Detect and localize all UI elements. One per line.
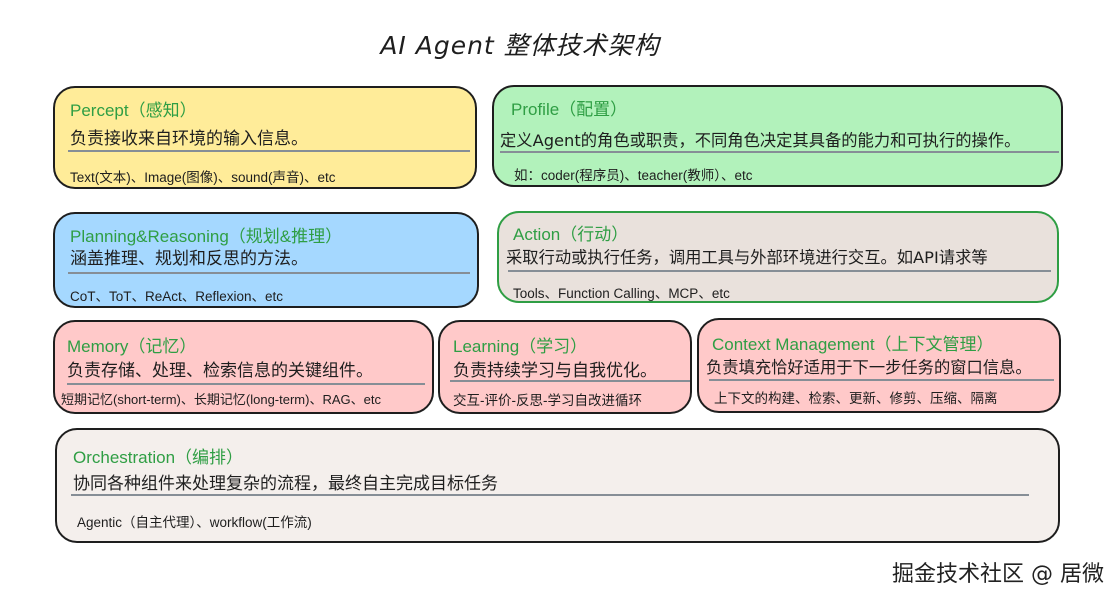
profile-description: 定义Agent的角色或职责，不同角色决定其具备的能力和可执行的操作。 (500, 131, 1021, 150)
orchestration-description: 协同各种组件来处理复杂的流程，最终自主完成目标任务 (73, 474, 498, 494)
profile-examples: 如：coder(程序员)、teacher(教师）、etc (514, 168, 753, 183)
context-management-heading: Context Management（上下文管理） (712, 335, 994, 354)
action-examples: Tools、Function Calling、MCP、etc (513, 286, 730, 301)
orchestration-box: Orchestration（编排） 协同各种组件来处理复杂的流程，最终自主完成目… (55, 428, 1060, 543)
learning-description: 负责持续学习与自我优化。 (453, 361, 657, 381)
context-management-divider (709, 379, 1054, 381)
percept-divider (68, 150, 470, 152)
planning-examples: CoT、ToT、ReAct、Reflexion、etc (70, 289, 284, 304)
memory-description: 负责存储、处理、检索信息的关键组件。 (67, 361, 373, 381)
memory-examples: 短期记忆(short-term)、长期记忆(long-term)、RAG、etc (61, 392, 381, 407)
profile-heading: Profile（配置） (511, 100, 628, 119)
percept-examples: Text(文本)、Image(图像)、sound(声音)、etc (70, 170, 336, 185)
diagram-title: AI Agent 整体技术架构 (380, 31, 660, 60)
context-management-description: 负责填充恰好适用于下一步任务的窗口信息。 (706, 358, 1032, 377)
profile-box: Profile（配置） 定义Agent的角色或职责，不同角色决定其具备的能力和可… (492, 85, 1063, 187)
action-heading: Action（行动） (513, 225, 629, 244)
percept-box: Percept（感知） 负责接收来自环境的输入信息。 Text(文本)、Imag… (53, 86, 477, 189)
memory-box: Memory（记忆） 负责存储、处理、检索信息的关键组件。 短期记忆(short… (53, 320, 434, 414)
planning-box: Planning&Reasoning（规划&推理） 涵盖推理、规划和反思的方法。… (53, 212, 479, 308)
memory-heading: Memory（记忆） (67, 337, 197, 356)
orchestration-heading: Orchestration（编排） (73, 448, 244, 467)
orchestration-divider (71, 494, 1029, 496)
planning-description: 涵盖推理、规划和反思的方法。 (70, 249, 308, 269)
action-description: 采取行动或执行任务，调用工具与外部环境进行交互。如API请求等 (506, 248, 988, 267)
percept-description: 负责接收来自环境的输入信息。 (70, 129, 308, 149)
learning-box: Learning（学习） 负责持续学习与自我优化。 交互-评价-反思-学习自改进… (438, 320, 692, 414)
watermark: 掘金技术社区 @ 居微 (892, 562, 1104, 587)
context-management-box: Context Management（上下文管理） 负责填充恰好适用于下一步任务… (697, 318, 1061, 413)
planning-heading: Planning&Reasoning（规划&推理） (70, 227, 343, 246)
planning-divider (68, 272, 470, 274)
action-divider (508, 270, 1051, 272)
learning-heading: Learning（学习） (453, 337, 588, 356)
learning-divider (450, 380, 690, 382)
percept-heading: Percept（感知） (70, 101, 197, 120)
memory-divider (67, 383, 425, 385)
action-box: Action（行动） 采取行动或执行任务，调用工具与外部环境进行交互。如API请… (497, 211, 1059, 303)
context-management-examples: 上下文的构建、检索、更新、修剪、压缩、隔离 (714, 391, 998, 406)
learning-examples: 交互-评价-反思-学习自改进循环 (453, 393, 642, 408)
orchestration-examples: Agentic（自主代理）、workflow(工作流) (77, 515, 312, 530)
profile-divider (500, 151, 1059, 153)
